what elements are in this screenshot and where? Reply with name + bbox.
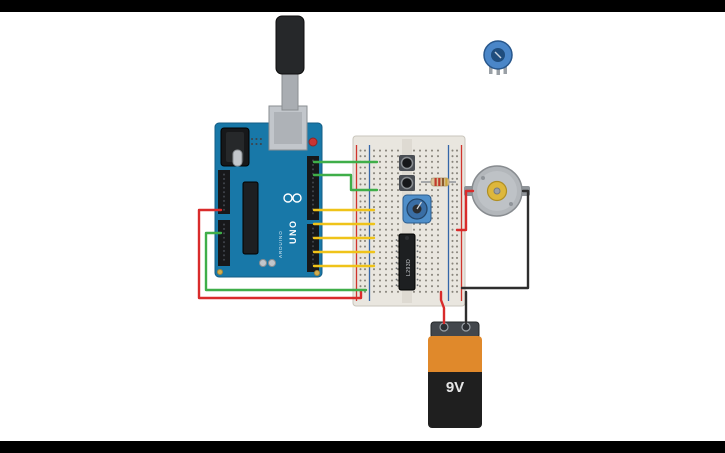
letterbox-bar-top <box>0 0 725 12</box>
arduino-crystal <box>232 149 243 167</box>
pushbutton-cap[interactable] <box>400 176 414 190</box>
usb-plug <box>275 15 305 75</box>
pushbutton-top[interactable] <box>399 155 415 171</box>
usb-metal-shield <box>281 69 299 111</box>
battery-body <box>428 372 482 428</box>
resistor[interactable] <box>421 177 456 187</box>
arduino-capacitor <box>268 259 276 267</box>
resistor-band <box>434 178 437 186</box>
motor-screw <box>509 202 513 206</box>
arduino-usb-socket-inner <box>274 112 302 144</box>
wire-red-motor[interactable] <box>455 189 475 232</box>
resistor-band <box>438 178 441 186</box>
battery-terminal-positive <box>439 322 449 332</box>
chip-label: L293D <box>406 259 412 276</box>
resistor-band <box>441 178 445 186</box>
arduino-atmega-chip <box>242 181 259 255</box>
arduino-brand-label: ARDUINO <box>278 230 283 258</box>
arduino-logo-icon <box>292 193 302 203</box>
pushbutton-bottom[interactable] <box>399 175 415 191</box>
arduino-uno-label: UNO <box>288 220 298 245</box>
wire-red-arduino-to-rail[interactable] <box>197 208 363 300</box>
resistor-band <box>445 178 448 186</box>
motor-shaft <box>493 187 501 195</box>
battery-9v[interactable]: 9V <box>428 321 482 428</box>
trim-potentiometer[interactable] <box>483 40 513 75</box>
wire-red-battery[interactable] <box>439 290 446 325</box>
l293d-chip[interactable]: L293D <box>395 233 419 291</box>
dc-motor[interactable] <box>464 165 530 217</box>
chip-body <box>398 233 416 291</box>
wire-green-signal-2[interactable] <box>312 173 379 192</box>
potentiometer-indicator <box>416 201 423 210</box>
usb-cable[interactable] <box>275 15 305 111</box>
battery-cap <box>430 321 480 339</box>
pushbutton-cap[interactable] <box>400 156 414 170</box>
trim-pot-leg <box>496 66 500 75</box>
arduino-digital-header-low[interactable] <box>307 224 319 272</box>
trim-pot-leg <box>503 64 507 74</box>
arduino-reset-button[interactable] <box>308 137 318 147</box>
arduino-mounting-hole <box>217 269 223 275</box>
wire-black-motor[interactable] <box>460 189 530 290</box>
trim-pot-screw-slot <box>494 51 502 59</box>
trim-pot-leg <box>489 64 493 74</box>
arduino-capacitor <box>259 259 267 267</box>
potentiometer[interactable] <box>402 194 432 224</box>
arduino-mounting-hole <box>314 270 320 276</box>
battery-band <box>428 336 482 376</box>
arduino-board[interactable]: UNO ARDUINO <box>214 105 323 278</box>
arduino-logo-icon <box>283 193 293 203</box>
motor-screw <box>481 176 485 180</box>
wire-green-arduino-to-rail[interactable] <box>204 231 368 292</box>
battery-terminal-negative <box>461 322 471 332</box>
battery-label: 9V <box>446 379 464 396</box>
chip-notch <box>405 236 409 240</box>
letterbox-bar-bottom <box>0 441 725 453</box>
